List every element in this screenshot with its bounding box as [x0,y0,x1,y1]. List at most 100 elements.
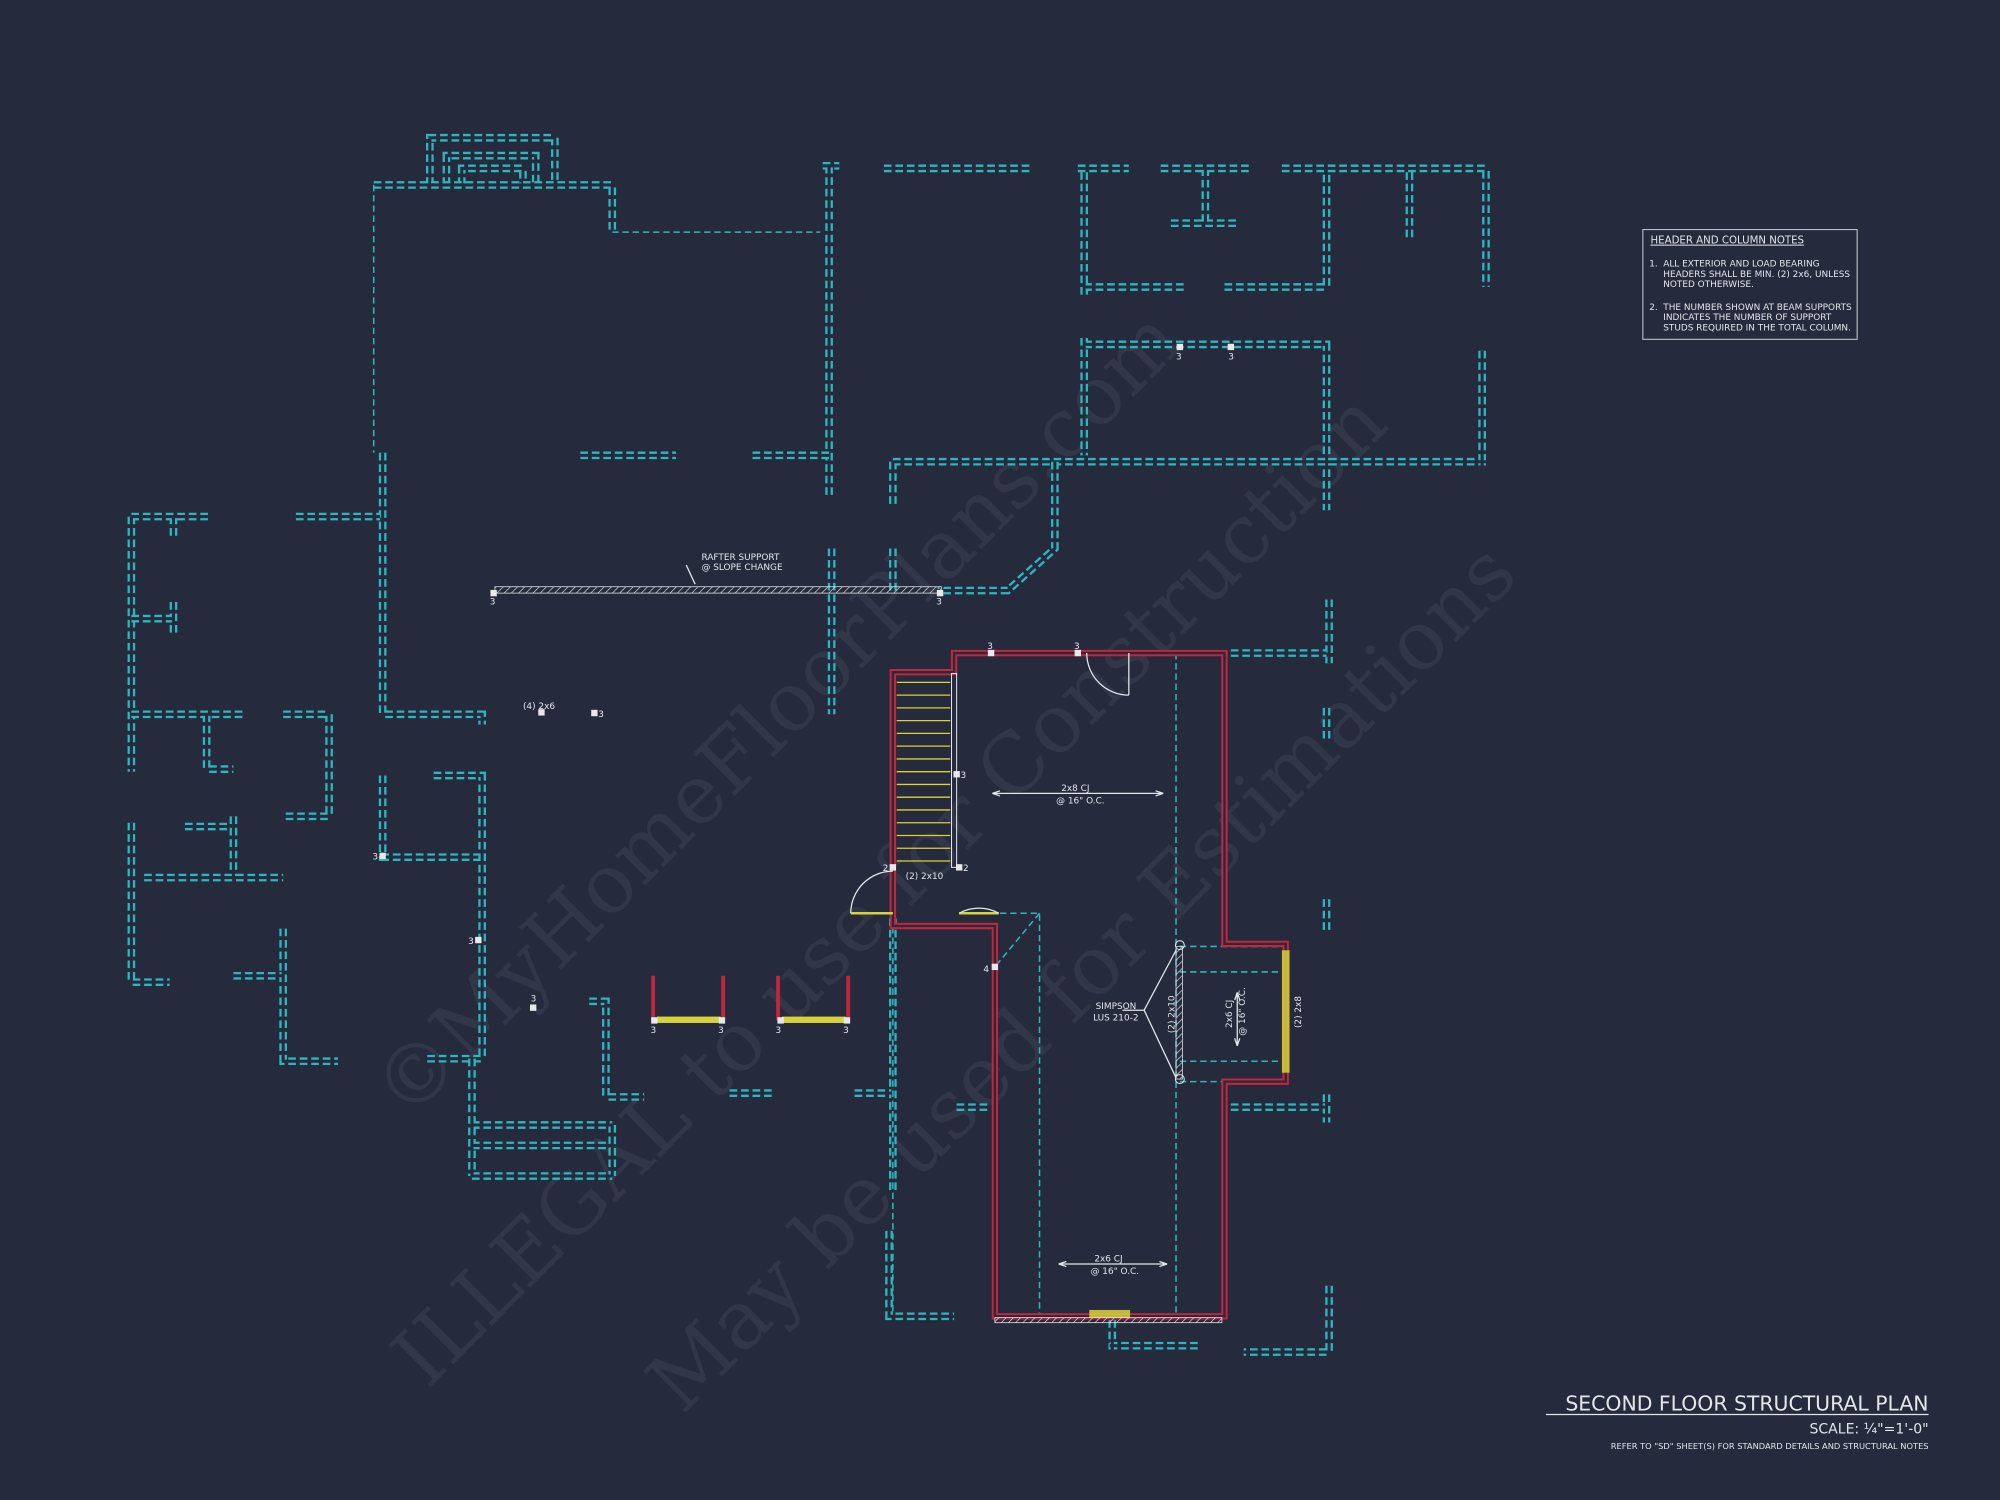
stud-count: 3 [531,994,537,1004]
wall-segment [233,928,339,1063]
wall-segment [131,710,243,773]
wall-segment [283,712,331,818]
support-post [718,1017,726,1024]
svg-text:LUS 210-2: LUS 210-2 [1093,1013,1138,1023]
wall-segment [1243,1285,1331,1354]
support-post [529,1004,537,1011]
wall-segment [885,1230,955,1321]
stud-count: 2 [883,864,889,874]
headers [651,911,1290,1318]
stud-count: 2 [963,864,969,874]
stud-count: 3 [960,771,966,781]
notes-title: HEADER AND COLUMN NOTES [1651,236,1805,247]
wall-segment [822,164,840,498]
header-column-notes: HEADER AND COLUMN NOTES 1. ALL EXTERIOR … [1642,229,1858,340]
floor-beam [994,1317,1223,1324]
joist-label: 2x6 CJ [1225,1000,1235,1028]
wall-segment [129,515,208,772]
joist-label: 2x8 CJ [1061,784,1089,794]
stud-count: 3 [468,937,474,947]
svg-text:@ SLOPE CHANGE: @ SLOPE CHANGE [702,563,783,573]
wall-segment [1243,1285,1333,1356]
wall-segment [1109,1320,1199,1350]
stud-count: 3 [718,1026,724,1036]
svg-text:@ 16" O.C.: @ 16" O.C. [1238,987,1248,1036]
wall-segment [127,816,284,986]
wall-segment [131,602,175,636]
stud-count: 3 [843,1026,849,1036]
wall-segment [1082,338,1329,511]
wall-segment [428,136,557,185]
support-post [777,1017,784,1024]
support-post [889,864,897,871]
svg-text:INDICATES THE NUMBER OF SUPPOR: INDICATES THE NUMBER OF SUPPORT [1663,313,1832,323]
svg-text:ALL EXTERIOR AND LOAD BEARING: ALL EXTERIOR AND LOAD BEARING [1663,260,1819,270]
stud-count: 3 [987,642,993,652]
wall-segment [1281,166,1488,287]
sheet-reference: REFER TO "SD" SHEET(S) FOR STANDARD DETA… [1611,1441,1929,1451]
wall-segment [887,1230,955,1318]
post-label: (4) 2x6 [523,702,555,712]
joist-label: 2x6 CJ [1094,1254,1122,1264]
support-post [955,864,963,871]
wall-segment [283,710,333,821]
wall-segment [131,712,243,771]
door-swings [850,653,1130,914]
support-post [490,589,497,597]
svg-text:HEADERS SHALL BE MIN. (2) 2x6,: HEADERS SHALL BE MIN. (2) 2x6, UNLESS [1663,270,1850,280]
hanger-label: SIMPSON [1096,1002,1137,1012]
wall-segment [937,461,1057,593]
support-post [475,936,482,944]
stud-count: 3 [1074,642,1080,652]
wall-segment [127,512,208,772]
rafter-support-label: RAFTER SUPPORT [702,553,780,563]
wall-segment [830,548,895,715]
svg-text:2.: 2. [1649,303,1658,313]
support-post [1074,649,1081,657]
header-label: (2) 2x10 [906,872,944,882]
support-post [591,709,598,717]
stud-count: 4 [983,965,989,975]
support-post [651,1017,658,1024]
stud-count: 3 [936,598,942,608]
support-post [538,709,545,716]
stud-count: 3 [372,853,378,863]
wall-segment [129,816,284,984]
support-post [991,963,999,971]
wall-segment [1082,172,1329,296]
wall-segment [891,350,1486,504]
sheet-scale: SCALE: ¼"=1'-0" [1809,1422,1928,1438]
support-post [379,852,386,860]
support-post [953,771,960,778]
annotation-lines [685,564,1241,1268]
wall-segment [589,999,645,1099]
header-label: (2) 2x8 [1294,996,1304,1028]
header-label: (2) 2x10 [1168,995,1178,1033]
new-walls [889,649,1289,1320]
stair [896,672,958,868]
support-post [1176,343,1184,351]
stud-count: 3 [598,710,604,720]
rafter-support-beam [494,586,942,594]
wall-segment [470,1058,614,1178]
wall-segment [381,452,484,725]
support-post [843,1017,851,1024]
stud-count: 3 [776,1026,782,1036]
wall-segment [373,183,614,233]
sheet-title: SECOND FLOOR STRUCTURAL PLAN [1565,1392,1928,1416]
wall-segment [1077,166,1250,225]
svg-text:THE NUMBER SHOWN AT BEAM SUPPO: THE NUMBER SHOWN AT BEAM SUPPORTS [1662,303,1852,313]
svg-text:@ 16" O.C.: @ 16" O.C. [1091,1267,1140,1277]
wall-segment [373,181,617,233]
stud-count: 3 [1176,353,1182,363]
wall-segment [378,452,486,725]
svg-text:@ 16" O.C.: @ 16" O.C. [1056,797,1105,807]
support-post [1227,343,1235,351]
wall-segment [1230,599,1331,664]
title-block: SECOND FLOOR STRUCTURAL PLAN SCALE: ¼"=1… [1545,1392,1929,1451]
svg-text:STUDS REQUIRED IN THE TOTAL CO: STUDS REQUIRED IN THE TOTAL COLUMN. [1663,323,1851,333]
svg-text:1.: 1. [1649,260,1658,270]
stud-count: 3 [651,1026,657,1036]
